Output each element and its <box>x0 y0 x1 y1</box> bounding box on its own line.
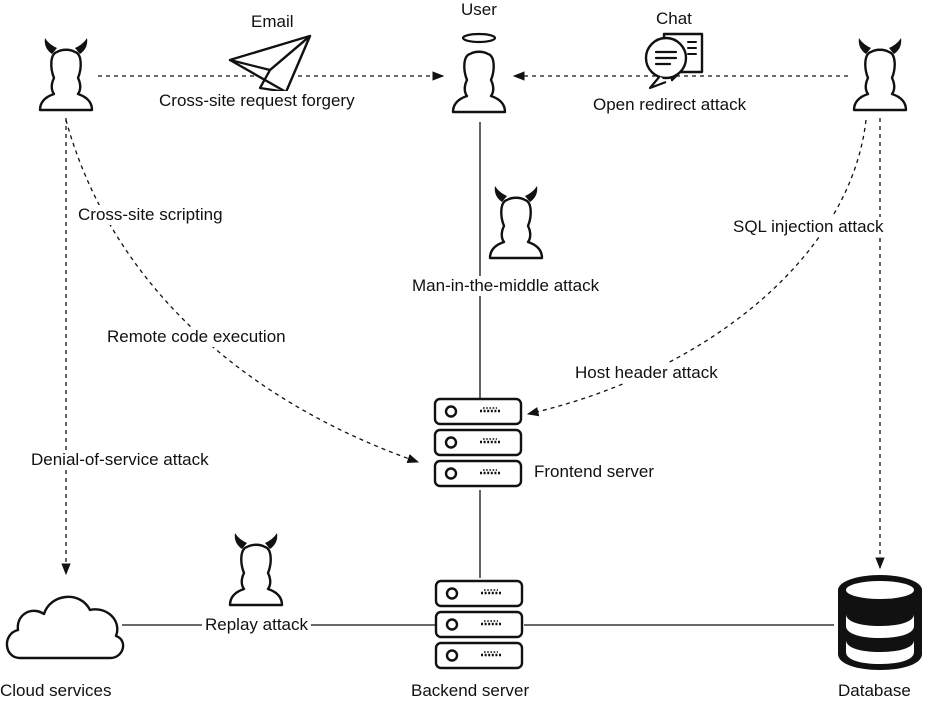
host-header-attack-label: Host header attack <box>572 363 721 383</box>
frontend-server-label: Frontend server <box>534 462 654 481</box>
replay-attack-label: Replay attack <box>202 615 311 635</box>
backend-server-icon <box>434 579 524 670</box>
edge-attacker-right-to-frontend <box>526 119 867 417</box>
edge-attacker-left-to-frontend <box>65 119 420 463</box>
attacker-icon-top-right <box>852 38 908 112</box>
database-icon <box>838 575 922 670</box>
user-label: User <box>461 0 497 19</box>
xss-attack-label: Cross-site scripting <box>75 205 226 225</box>
csrf-attack-label: Cross-site request forgery <box>156 91 358 111</box>
cloud-icon <box>5 595 125 660</box>
attacker-icon-top-left <box>38 38 94 112</box>
attacker-icon-mitm <box>488 186 544 260</box>
frontend-server-icon <box>433 397 523 488</box>
paper-plane-icon <box>228 34 312 94</box>
chat-label: Chat <box>656 9 692 28</box>
database-label: Database <box>838 681 911 700</box>
cloud-services-label: Cloud services <box>0 681 112 700</box>
backend-server-label: Backend server <box>411 681 530 700</box>
user-icon <box>451 32 507 114</box>
dos-attack-label: Denial-of-service attack <box>28 450 212 470</box>
attacker-icon-replay <box>228 533 284 607</box>
rce-attack-label: Remote code execution <box>104 327 289 347</box>
mitm-attack-label: Man-in-the-middle attack <box>409 276 603 296</box>
chat-bubbles-icon <box>644 32 704 90</box>
open-redirect-attack-label: Open redirect attack <box>590 95 750 115</box>
sql-injection-attack-label: SQL injection attack <box>730 217 887 237</box>
email-label: Email <box>251 12 294 31</box>
